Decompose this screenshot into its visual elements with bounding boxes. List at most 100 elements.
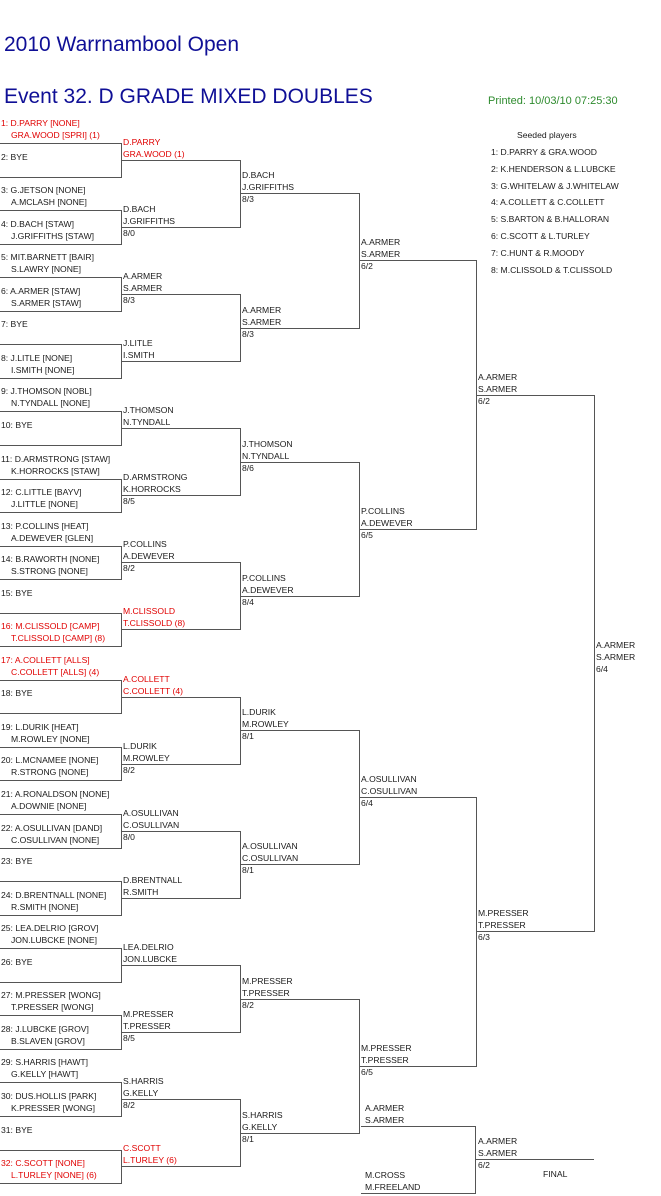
draw-entry-player1: 9: J.THOMSON [NOBL] <box>1 386 92 397</box>
draw-entry-player1: 18: BYE <box>1 688 33 699</box>
draw-entry-player1: 16: M.CLISSOLD [CAMP] <box>1 621 100 632</box>
match-winner-player2: S.ARMER <box>242 316 282 327</box>
bracket-line <box>121 830 240 832</box>
draw-entry-player1: 15: BYE <box>1 587 33 598</box>
match-winner-player1: A.ARMER <box>596 640 636 651</box>
seeded-entry: 3: G.WHITELAW & J.WHITELAW <box>491 180 619 191</box>
draw-entry-player2: B.SLAVEN [GROV] <box>11 1035 85 1046</box>
match-score: 8/2 <box>123 563 135 574</box>
draw-entry-player2: K.PRESSER [WONG] <box>11 1102 96 1113</box>
match-winner-player1: A.OSULLIVAN <box>361 774 417 785</box>
bracket-line <box>121 293 240 295</box>
seeded-entry: 7: C.HUNT & R.MOODY <box>491 247 585 258</box>
draw-entry-player2: L.TURLEY [NONE] (6) <box>11 1170 97 1181</box>
match-winner-player2: C.COLLETT (4) <box>123 685 184 696</box>
match-winner-player1: A.ARMER <box>123 270 163 281</box>
match-winner-player1: M.PRESSER <box>478 908 529 919</box>
match-winner-player2: L.TURLEY (6) <box>123 1155 177 1166</box>
match-winner-player1: D.ARMSTRONG <box>123 472 188 483</box>
bracket-line <box>121 495 240 497</box>
bracket-line <box>361 1126 476 1127</box>
bracket-line <box>240 998 359 1000</box>
match-score: 8/3 <box>123 294 135 305</box>
bracket-line <box>121 763 240 765</box>
match-winner-player1: A.OSULLIVAN <box>123 807 179 818</box>
bracket-line <box>0 780 121 782</box>
match-winner-player2: S.ARMER <box>478 383 518 394</box>
draw-entry-player2: J.GRIFFITHS [STAW] <box>11 230 95 241</box>
bracket-line <box>0 612 121 614</box>
match-winner-player1: P.COLLINS <box>242 572 286 583</box>
match-score: 8/3 <box>242 328 254 339</box>
draw-entry-player1: 22: A.OSULLIVAN [DAND] <box>1 822 103 833</box>
match-score: 6/3 <box>478 932 490 943</box>
draw-entry-player2: S.LAWRY [NONE] <box>11 264 82 275</box>
playoff-result-score: 6/2 <box>478 1160 490 1170</box>
match-winner-player2: J.GRIFFITHS <box>242 182 295 193</box>
draw-entry-player1: 2: BYE <box>1 151 28 162</box>
seeded-entry: 4: A.COLLETT & C.COLLETT <box>491 197 605 208</box>
bracket-line <box>0 545 121 547</box>
match-winner-player2: C.OSULLIVAN <box>242 853 299 864</box>
match-winner-player1: P.COLLINS <box>361 505 405 516</box>
draw-entry-player1: 13: P.COLLINS [HEAT] <box>1 520 89 531</box>
match-winner-player2: T.CLISSOLD (8) <box>123 618 186 629</box>
draw-entry-player1: 8: J.LITLE [NONE] <box>1 352 73 363</box>
match-score: 8/5 <box>123 1033 135 1044</box>
draw-entry-player1: 21: A.RONALDSON [NONE] <box>1 789 110 799</box>
match-winner-player1: D.BACH <box>123 203 156 214</box>
match-winner-player1: L.DURIK <box>123 740 157 751</box>
bracket-line <box>121 159 240 161</box>
draw-entry-player2: T.PRESSER [WONG] <box>11 1002 94 1013</box>
draw-entry-player1: 25: LEA.DELRIO [GROV] <box>1 923 99 934</box>
bracket-line <box>0 579 121 581</box>
bracket-line <box>0 948 121 950</box>
draw-entry-player1: 20: L.MCNAMEE [NONE] <box>1 755 99 766</box>
match-winner-player2: A.DEWEVER <box>361 517 413 528</box>
bracket-line <box>240 1132 359 1134</box>
bracket-line <box>121 428 240 430</box>
bracket-line <box>0 512 121 514</box>
bracket-line <box>0 411 121 413</box>
match-winner-player1: M.CLISSOLD <box>123 606 176 617</box>
bracket-line <box>0 1048 121 1050</box>
bracket-line <box>0 143 121 144</box>
playoff-bottom-player2: M.FREELAND <box>365 1182 421 1192</box>
match-winner-player1: J.LITLE <box>123 338 153 349</box>
match-winner-player2: JON.LUBCKE <box>123 953 177 964</box>
match-winner-player2: T.PRESSER <box>123 1021 171 1032</box>
bracket-line <box>0 478 121 480</box>
match-score: 6/4 <box>361 798 373 809</box>
match-winner-player2: N.TYNDALL <box>123 417 171 428</box>
bracket-line <box>240 864 359 866</box>
bracket-line <box>121 226 240 228</box>
match-score: 8/2 <box>123 764 135 775</box>
printed-timestamp: Printed: 10/03/10 07:25:30 <box>488 95 618 107</box>
seeded-heading: Seeded players <box>517 130 577 140</box>
match-winner-player2: I.SMITH <box>123 350 155 361</box>
bracket-line <box>121 629 240 631</box>
match-winner-player2: T.PRESSER <box>361 1054 409 1065</box>
bracket-line <box>476 394 594 396</box>
match-winner-player2: T.PRESSER <box>478 920 526 931</box>
draw-entry-player1: 12: C.LITTLE [BAYV] <box>1 487 82 498</box>
match-score: 8/4 <box>242 596 254 607</box>
bracket-line <box>0 847 121 849</box>
match-winner-player1: A.OSULLIVAN <box>242 841 298 852</box>
match-winner-player2: J.GRIFFITHS <box>123 215 176 226</box>
match-score: 8/2 <box>242 999 254 1010</box>
draw-entry-player1: 1: D.PARRY [NONE] <box>1 118 80 128</box>
match-winner-player2: R.SMITH <box>123 886 159 897</box>
draw-entry-player2: A.DEWEVER [GLEN] <box>11 532 94 543</box>
match-winner-player1: D.BACH <box>242 170 275 181</box>
bracket-line <box>0 1082 121 1084</box>
draw-entry-player1: 24: D.BRENTNALL [NONE] <box>1 889 107 900</box>
bracket-line <box>0 277 121 279</box>
seeded-entry: 1: D.PARRY & GRA.WOOD <box>491 147 598 157</box>
bracket-line <box>121 562 240 564</box>
draw-entry-player2: JON.LUBCKE [NONE] <box>11 935 97 946</box>
match-score: 8/6 <box>242 462 254 473</box>
playoff-top-player2: S.ARMER <box>365 1115 405 1125</box>
bracket-line <box>0 1149 121 1151</box>
bracket-line <box>0 1115 121 1117</box>
